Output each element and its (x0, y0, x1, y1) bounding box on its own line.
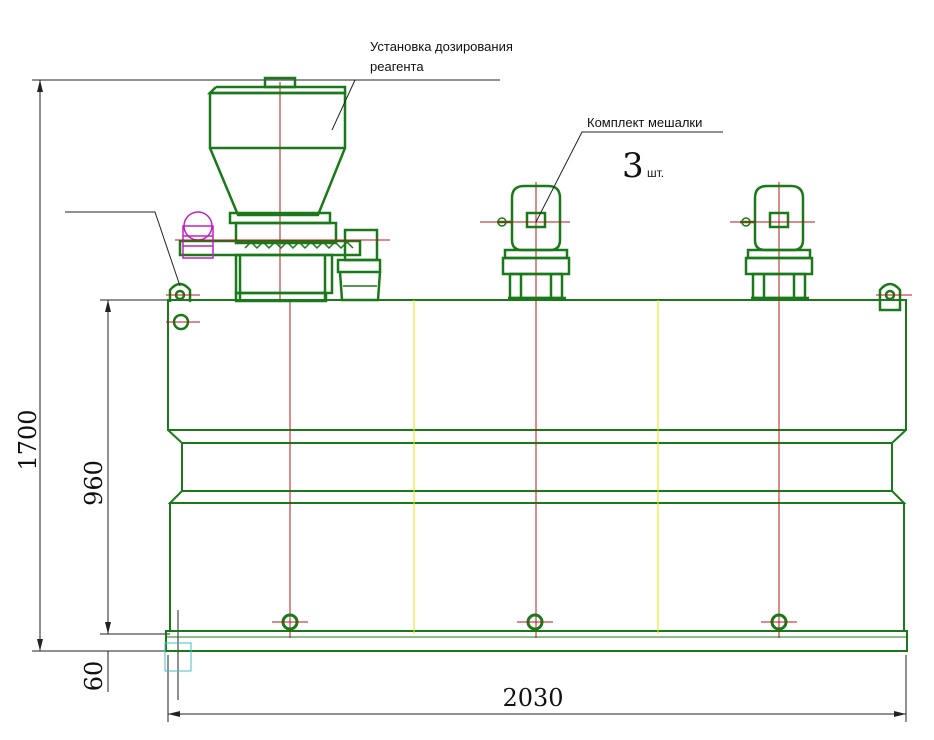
section-lines (413, 300, 659, 634)
left-lug (166, 282, 200, 331)
dimension-width-total: 2030 (502, 684, 563, 712)
screw-conveyor (244, 240, 354, 250)
axis-lines (279, 82, 780, 638)
dimension-height-base: 60 (80, 661, 108, 692)
mixer-set-label: Комплект мешалки (587, 115, 702, 130)
right-lug (876, 282, 912, 312)
drain-port (761, 613, 797, 631)
reference-marker (164, 642, 192, 672)
dimension-height-total: 1700 (14, 409, 42, 470)
dimension-arrows (37, 80, 906, 717)
mixer-quantity-unit: шт. (647, 166, 664, 180)
dimension-height-tank: 960 (80, 460, 108, 506)
dimension-lines (32, 79, 907, 722)
dosing-motor (182, 211, 214, 259)
mixer-1 (480, 184, 571, 300)
mixer-quantity-number: 3 (622, 146, 644, 186)
dosing-unit (178, 76, 382, 303)
mixer-2 (730, 184, 815, 300)
drain-port (517, 613, 553, 631)
dosing-unit-label-line1: Установка дозирования (370, 39, 513, 54)
drain-ports (272, 613, 797, 631)
drain-port (272, 613, 308, 631)
leader-lines (65, 79, 723, 287)
dosing-unit-label-line2: реагента (370, 59, 424, 74)
